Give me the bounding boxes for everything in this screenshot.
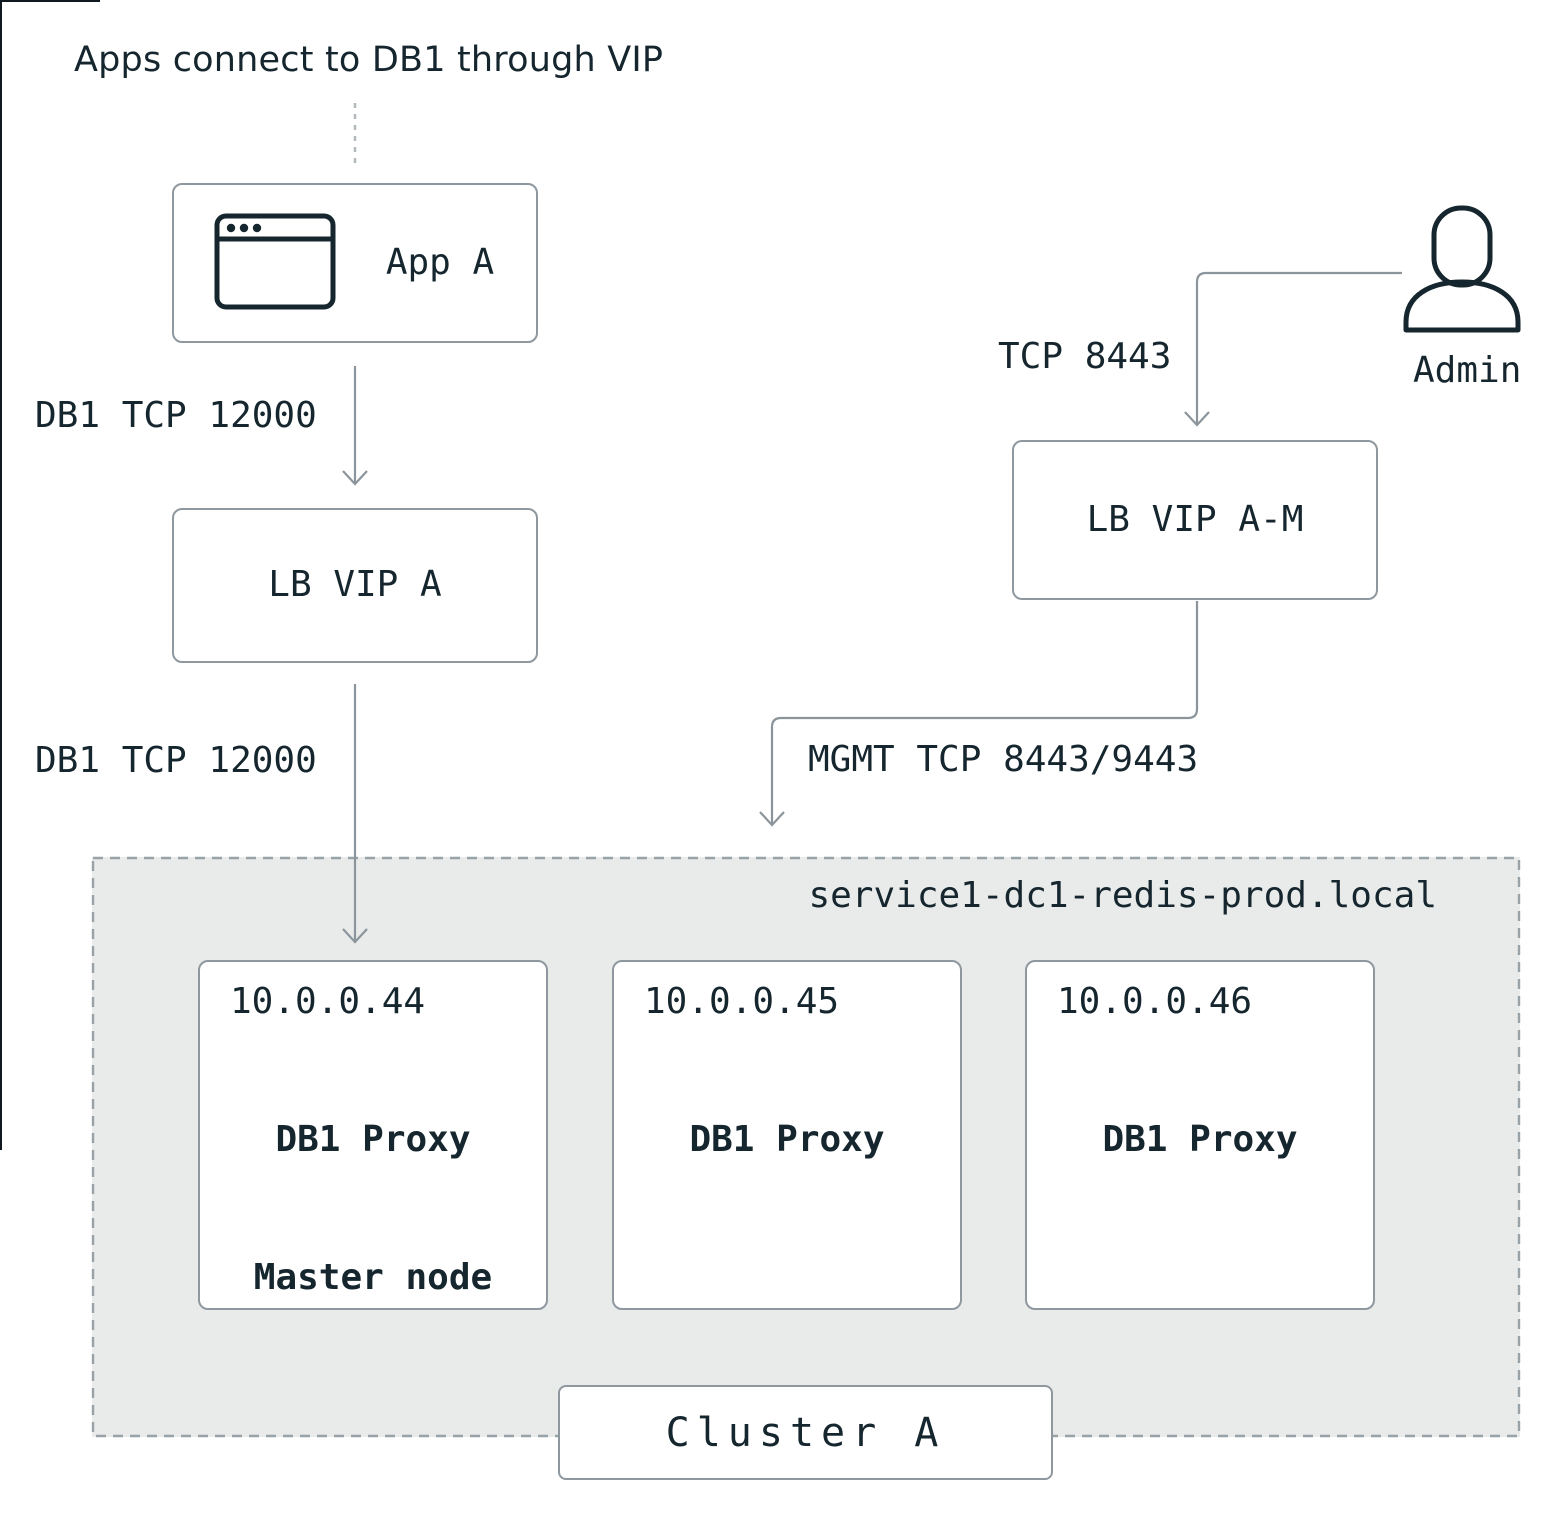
- cluster-node-1: 10.0.0.44 DB1 Proxy Master node: [198, 960, 548, 1310]
- lb-vip-a-box: LB VIP A: [172, 508, 538, 663]
- cluster-hostname: service1-dc1-redis-prod.local: [808, 875, 1437, 916]
- lb-vip-a-label: LB VIP A: [268, 564, 442, 606]
- lb-vip-am-label: LB VIP A-M: [1086, 498, 1304, 540]
- node-2-role: DB1 Proxy: [689, 1119, 885, 1160]
- arrow-mgmt-to-cluster: [759, 601, 1199, 827]
- cluster-a-box: Cluster A: [558, 1385, 1053, 1480]
- screenshot-edge-artifact-top: [0, 0, 100, 2]
- admin-label: Admin: [1413, 350, 1522, 391]
- edge-label-db1-tcp-12000-bottom: DB1 TCP 12000: [35, 740, 317, 781]
- node-3-ip: 10.0.0.46: [1057, 981, 1253, 1022]
- cluster-a-label: Cluster A: [665, 1409, 946, 1456]
- arrow-lb-to-cluster: [342, 684, 368, 944]
- arrow-app-to-lb: [342, 366, 368, 486]
- node-1-ip: 10.0.0.44: [230, 981, 426, 1022]
- arrow-admin-to-lb: [1184, 271, 1402, 427]
- cluster-node-2: 10.0.0.45 DB1 Proxy: [612, 960, 962, 1310]
- node-3-role: DB1 Proxy: [1102, 1119, 1298, 1160]
- lb-vip-am-box: LB VIP A-M: [1012, 440, 1378, 600]
- diagram-title: Apps connect to DB1 through VIP: [74, 40, 664, 80]
- edge-label-db1-tcp-12000-top: DB1 TCP 12000: [35, 395, 317, 436]
- app-a-box: App A: [172, 183, 538, 343]
- browser-icon: [214, 213, 336, 310]
- node-1-note: Master node: [253, 1257, 493, 1298]
- node-2-ip: 10.0.0.45: [644, 981, 840, 1022]
- app-a-label: App A: [385, 241, 495, 283]
- node-1-role: DB1 Proxy: [275, 1119, 471, 1160]
- screenshot-edge-artifact-left: [0, 0, 2, 1150]
- person-icon: [1403, 205, 1521, 333]
- edge-label-mgmt: MGMT TCP 8443/9443: [808, 739, 1199, 780]
- edge-label-tcp-8443: TCP 8443: [998, 336, 1172, 377]
- cluster-node-3: 10.0.0.46 DB1 Proxy: [1025, 960, 1375, 1310]
